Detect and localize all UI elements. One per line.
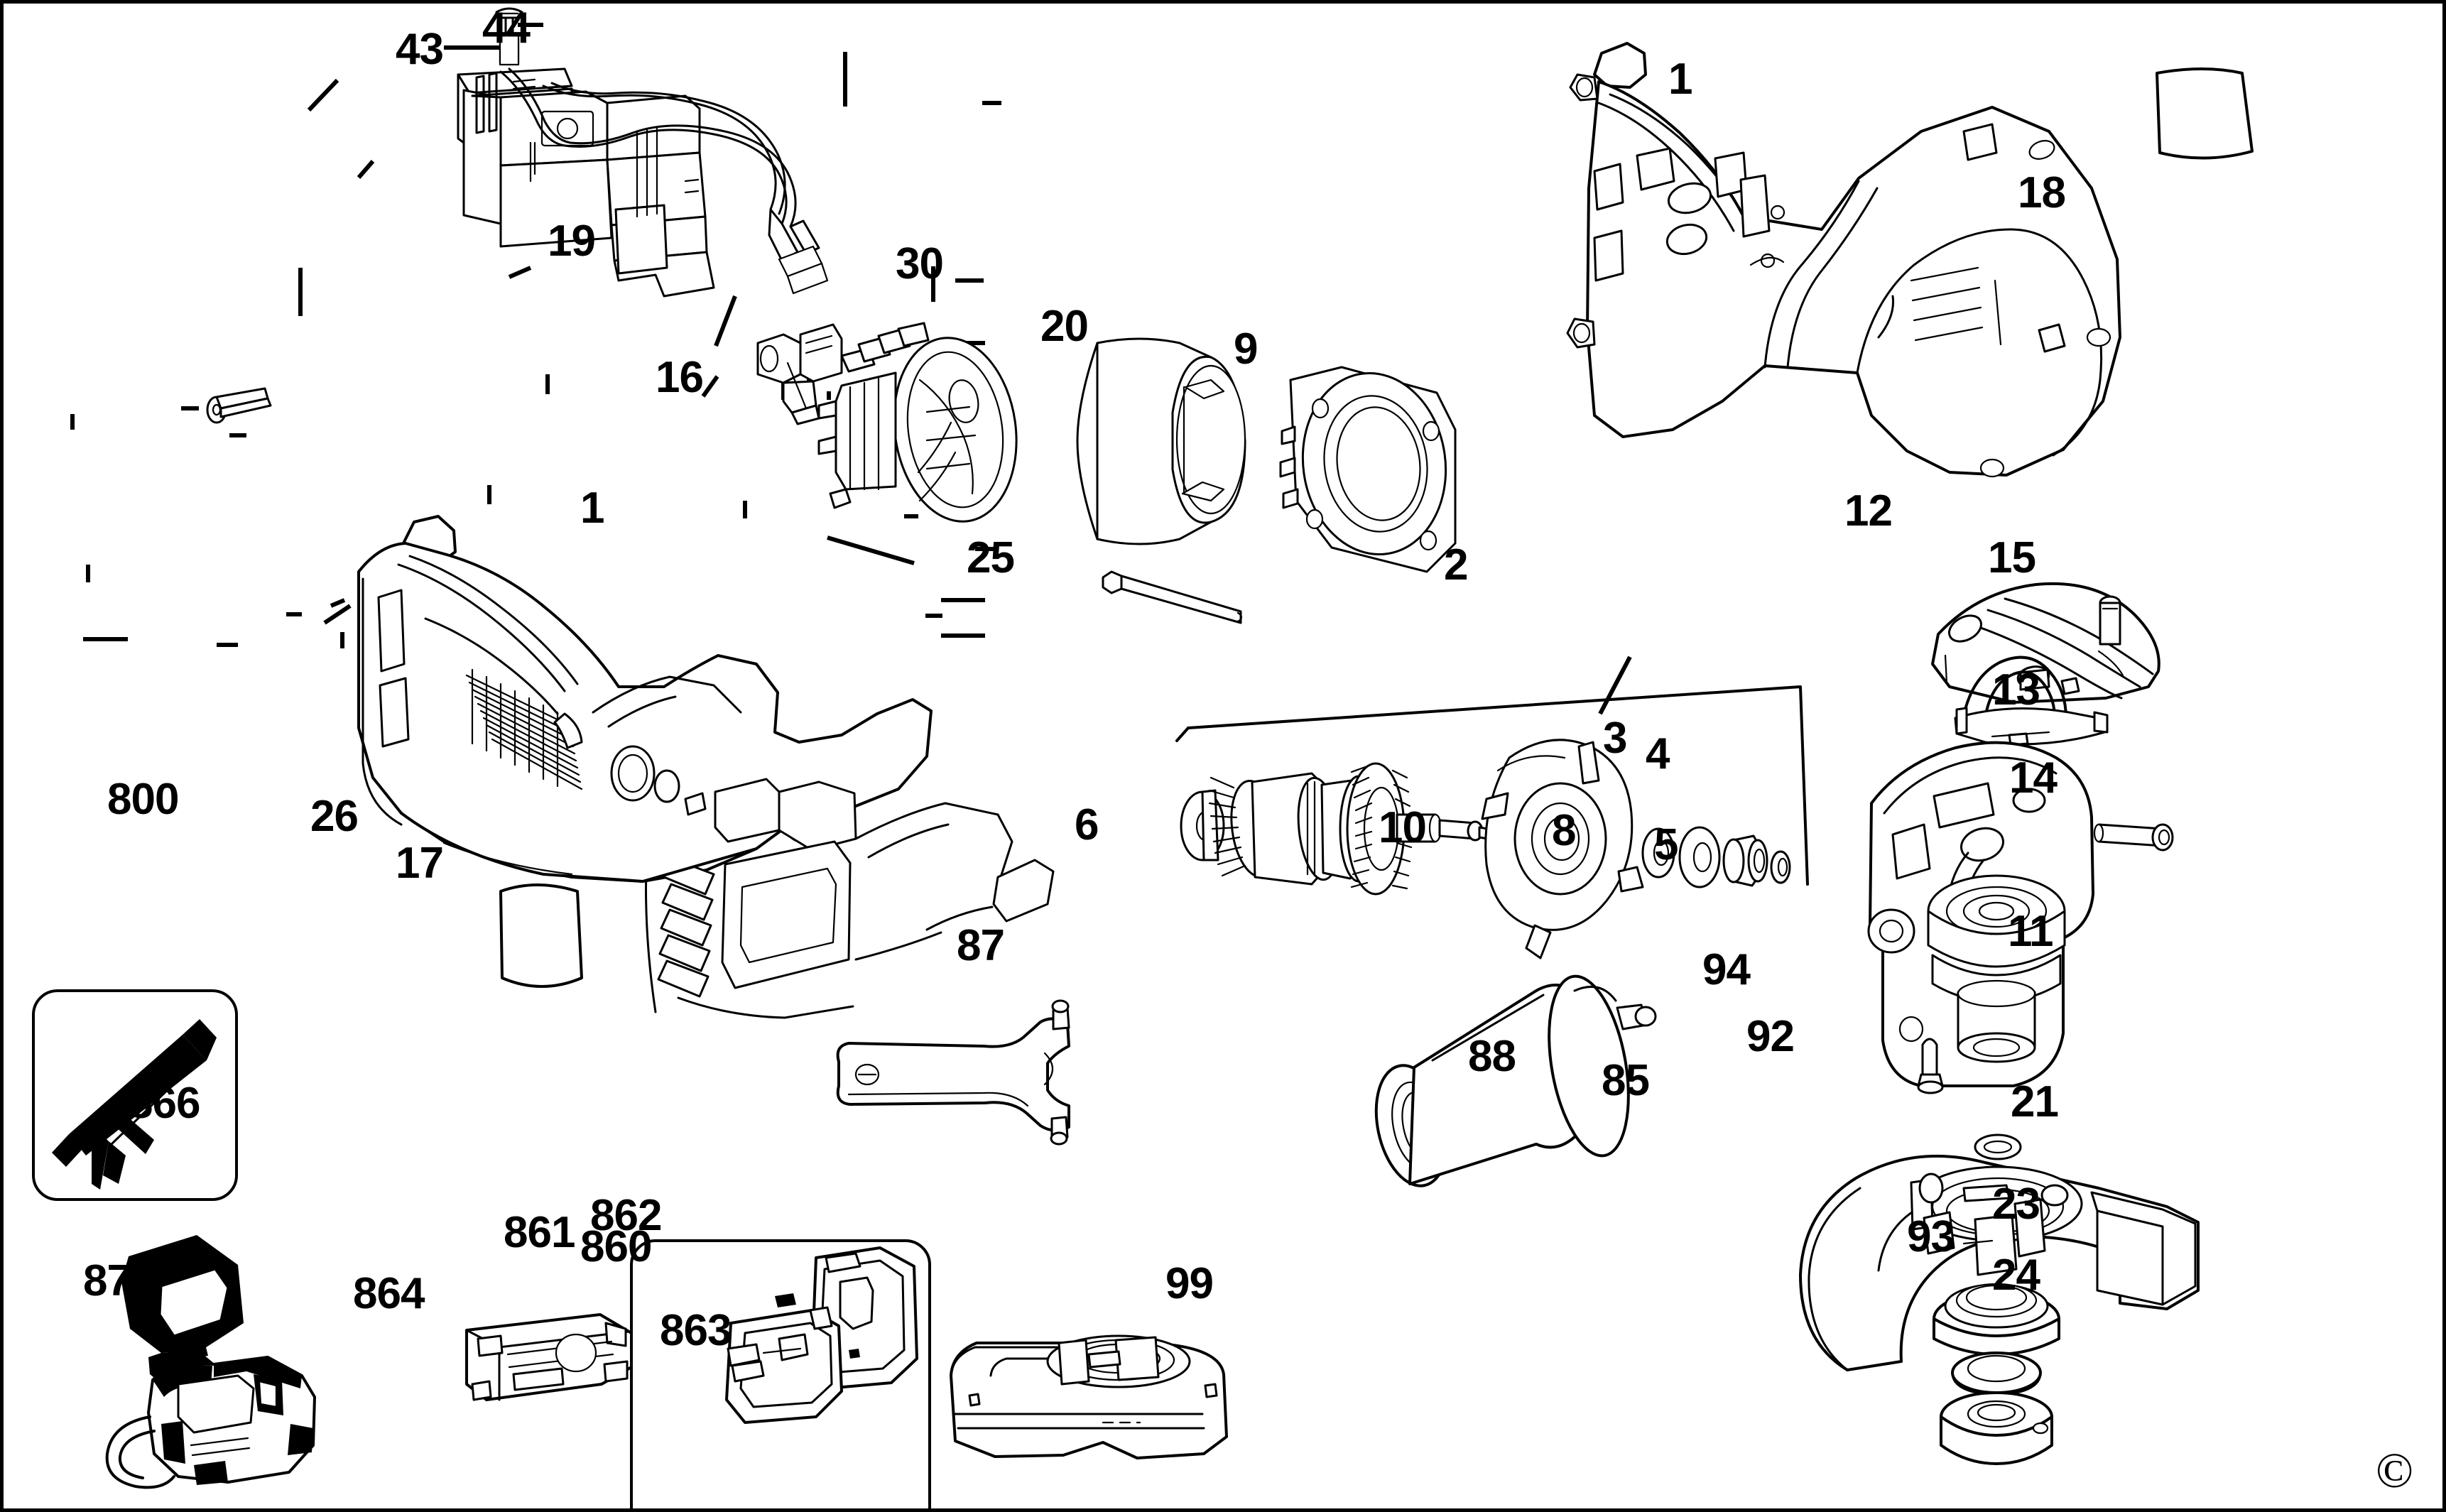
part-43-spring xyxy=(499,33,520,66)
callout-44: 44 xyxy=(482,4,531,53)
part-18-nameplate xyxy=(2156,67,2254,160)
part-3-washer xyxy=(1678,826,1721,888)
callout-20: 20 xyxy=(1040,302,1089,351)
commutator-fins xyxy=(1208,776,1246,877)
part-26-screw xyxy=(206,387,272,424)
group-800-inset-box xyxy=(32,989,238,1201)
part-863-clip xyxy=(849,1349,860,1359)
part-15-screw xyxy=(2099,595,2121,646)
callout-17: 17 xyxy=(396,839,444,888)
callout-5: 5 xyxy=(1654,820,1678,869)
vent-slots xyxy=(657,857,715,998)
part-19-switch-assembly xyxy=(457,67,829,298)
grease-tube-icon xyxy=(52,1019,217,1190)
part-13-gasket xyxy=(1954,656,2109,746)
part-87-pin-spanner-wrench xyxy=(836,999,1070,1146)
copyright-mark: © xyxy=(2376,1444,2414,1499)
callout-94: 94 xyxy=(1702,945,1751,994)
callout-3: 3 xyxy=(1603,714,1627,763)
callout-10: 10 xyxy=(1379,803,1427,852)
part-5-retaining-ring xyxy=(1770,850,1791,884)
callout-24: 24 xyxy=(1992,1251,2040,1300)
callout-6: 6 xyxy=(1075,800,1099,849)
callout-23: 23 xyxy=(1992,1180,2040,1229)
part-864-kit-box-insert xyxy=(465,1313,633,1401)
part-871-charger xyxy=(105,1356,316,1489)
callout-8: 8 xyxy=(1552,806,1576,855)
callout-864: 864 xyxy=(353,1269,425,1318)
part-17-label xyxy=(499,883,583,988)
callout-16: 16 xyxy=(656,353,704,402)
callout-9: 9 xyxy=(1234,325,1258,374)
part-88-side-handle xyxy=(1374,974,1657,1187)
part-94-spindle-lock-pin xyxy=(1917,1038,1944,1094)
part-99-cutting-guard xyxy=(950,1334,1228,1459)
callout-99: 99 xyxy=(1165,1259,1214,1308)
callout-85: 85 xyxy=(1602,1056,1650,1105)
part-862-latch xyxy=(775,1293,796,1307)
grip-texture xyxy=(465,668,583,790)
part-30-baffle xyxy=(817,322,1018,523)
part-23-backing-flange xyxy=(1933,1283,2060,1356)
group-861-inset-box xyxy=(630,1239,931,1508)
part-14-screw xyxy=(2093,823,2174,852)
callout-12: 12 xyxy=(1844,486,1893,535)
part-armature xyxy=(1208,762,1505,896)
callout-14: 14 xyxy=(2009,754,2058,803)
part-1-housing-half-right xyxy=(1566,42,2121,478)
part-24-clamp-nut xyxy=(1940,1391,2053,1465)
callout-861: 861 xyxy=(504,1208,575,1257)
exploded-view-artwork: .ln{fill:none;stroke:#000;stroke-width:4… xyxy=(32,7,2254,1508)
part-10-fan-baffle xyxy=(1481,739,1644,959)
part-6-washer xyxy=(1180,789,1225,861)
callout-88: 88 xyxy=(1468,1032,1516,1081)
part-860-kit-box xyxy=(725,1246,918,1424)
callout-19: 19 xyxy=(548,217,596,266)
callout-43: 43 xyxy=(396,25,444,74)
part-9-end-cap xyxy=(1279,366,1457,573)
part-4-bearing xyxy=(1722,834,1768,887)
callout-860: 860 xyxy=(580,1222,652,1271)
part-1-clamshell-housing-left xyxy=(357,515,1055,1019)
callout-87: 87 xyxy=(957,921,1005,970)
part-44-screw xyxy=(495,7,523,38)
callout-15: 15 xyxy=(1988,533,2036,582)
callout-863: 863 xyxy=(660,1306,732,1355)
group-2-assembly-bracket xyxy=(1175,656,1809,886)
callout-18: 18 xyxy=(2018,168,2066,217)
part-20-field-stator xyxy=(1076,337,1246,545)
callout-2: 2 xyxy=(1444,540,1468,589)
callout-862: 862 xyxy=(590,1191,662,1240)
callout-30: 30 xyxy=(896,239,944,288)
part-92-o-ring xyxy=(1974,1133,2022,1160)
callout-1-lower: 1 xyxy=(580,484,604,533)
callout-11: 11 xyxy=(2008,907,2054,956)
part-93-washer xyxy=(1951,1351,2042,1396)
part-11-gear-case xyxy=(1867,741,2094,1087)
callout-871: 871 xyxy=(83,1256,155,1305)
callout-92: 92 xyxy=(1746,1012,1795,1061)
part-21-grinding-guard xyxy=(1799,1154,2200,1371)
callout-4: 4 xyxy=(1646,729,1670,778)
callout-800: 800 xyxy=(107,775,179,824)
bevel-gear xyxy=(1346,762,1413,896)
part-25-long-screw xyxy=(1102,570,1243,624)
callout-25: 25 xyxy=(967,533,1015,582)
callout-26: 26 xyxy=(310,792,359,841)
callout-21: 21 xyxy=(2011,1077,2059,1126)
callout-93: 93 xyxy=(1907,1212,1955,1261)
part-16-brush-holder xyxy=(756,323,843,425)
callout-1-upper: 1 xyxy=(1668,55,1692,104)
callout-866: 866 xyxy=(129,1079,200,1128)
callout-13: 13 xyxy=(1992,665,2040,714)
part-8-washer xyxy=(1641,827,1675,879)
